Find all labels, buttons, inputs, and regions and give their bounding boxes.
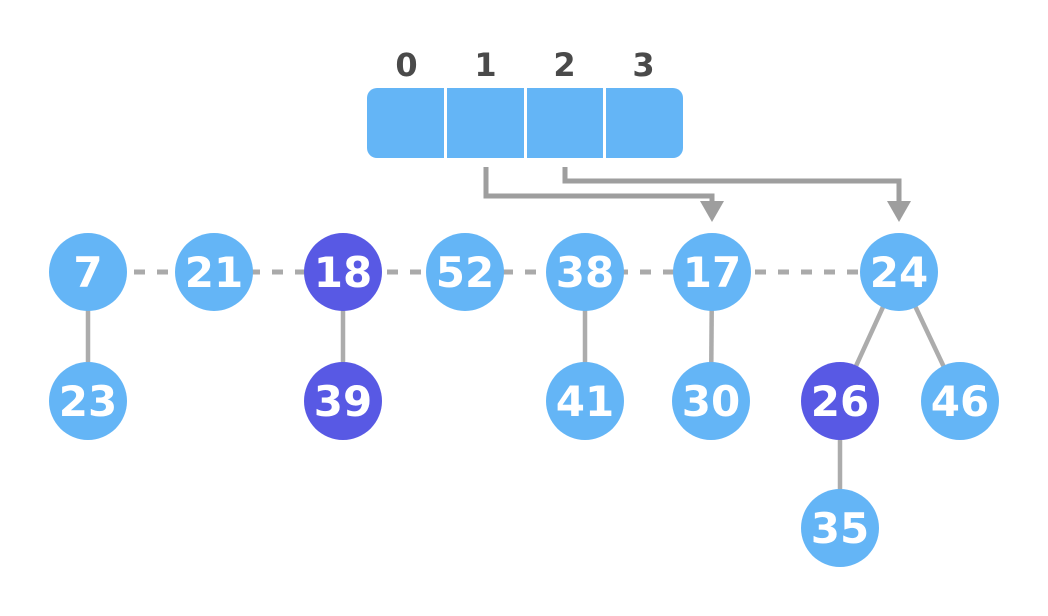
bucket-cell-2: [523, 88, 604, 158]
arrow-bucket1-to-17: [483, 167, 715, 203]
bucket-index-row: 0 1 2 3: [367, 48, 683, 82]
bucket-index-3: 3: [632, 46, 655, 84]
node-46: 46: [921, 362, 999, 440]
node-26: 26: [801, 362, 879, 440]
node-23: 23: [49, 362, 127, 440]
arrow-bucket1-head-icon: [700, 201, 724, 222]
arrow-bucket2-to-24: [562, 167, 902, 203]
bucket-cell-1: [443, 88, 524, 158]
arrow-bucket2-head-icon: [887, 201, 911, 222]
node-17: 17: [673, 233, 751, 311]
node-39: 39: [304, 362, 382, 440]
bucket-index-2: 2: [553, 46, 576, 84]
node-24: 24: [860, 233, 938, 311]
bucket-index-0: 0: [395, 46, 418, 84]
bucket-cell-3: [603, 88, 683, 158]
node-18: 18: [304, 233, 382, 311]
bucket-cell-0: [367, 88, 444, 158]
node-35: 35: [801, 489, 879, 567]
node-7: 7: [49, 233, 127, 311]
node-41: 41: [546, 362, 624, 440]
bucket-array: [367, 88, 683, 158]
node-30: 30: [672, 362, 750, 440]
node-38: 38: [546, 233, 624, 311]
node-21: 21: [175, 233, 253, 311]
bucket-index-1: 1: [474, 46, 497, 84]
node-52: 52: [426, 233, 504, 311]
